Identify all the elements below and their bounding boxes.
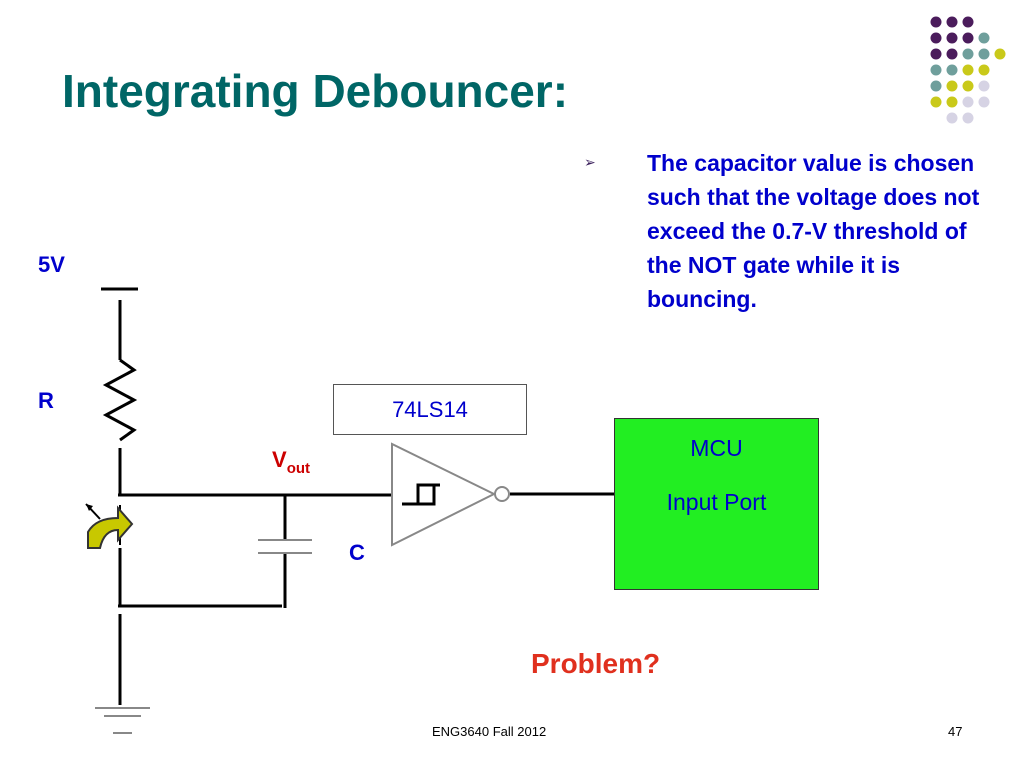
mcu-block: MCU Input Port xyxy=(614,418,819,590)
page-number: 47 xyxy=(948,724,963,739)
bullet-arrow-icon: ➢ xyxy=(584,154,596,170)
vout-subscript: out xyxy=(286,460,311,477)
dot-grid xyxy=(930,16,1006,124)
footer-course: ENG3640 Fall 2012 xyxy=(432,724,547,739)
chip-label: 74LS14 xyxy=(392,396,468,422)
resistor-symbol xyxy=(102,358,138,442)
mcu-label: MCU xyxy=(690,435,743,461)
vout-label: Vout xyxy=(272,447,310,477)
bullet-text: The capacitor value is chosen such that … xyxy=(647,150,980,312)
hysteresis-icon xyxy=(402,483,440,506)
decorative-dot-grid xyxy=(930,16,1006,124)
problem-text: Problem? xyxy=(531,648,661,679)
supply-label: 5V xyxy=(38,252,65,277)
resistor-label: R xyxy=(38,388,54,413)
capacitor-label: C xyxy=(349,540,365,565)
slide-title: Integrating Debouncer: xyxy=(62,65,569,117)
input-port-label: Input Port xyxy=(666,489,767,515)
schmitt-inverter-symbol xyxy=(391,442,510,547)
vout-main: V xyxy=(272,447,287,472)
switch-arrow-icon xyxy=(85,503,134,549)
chip-label-box: 74LS14 xyxy=(333,384,527,435)
